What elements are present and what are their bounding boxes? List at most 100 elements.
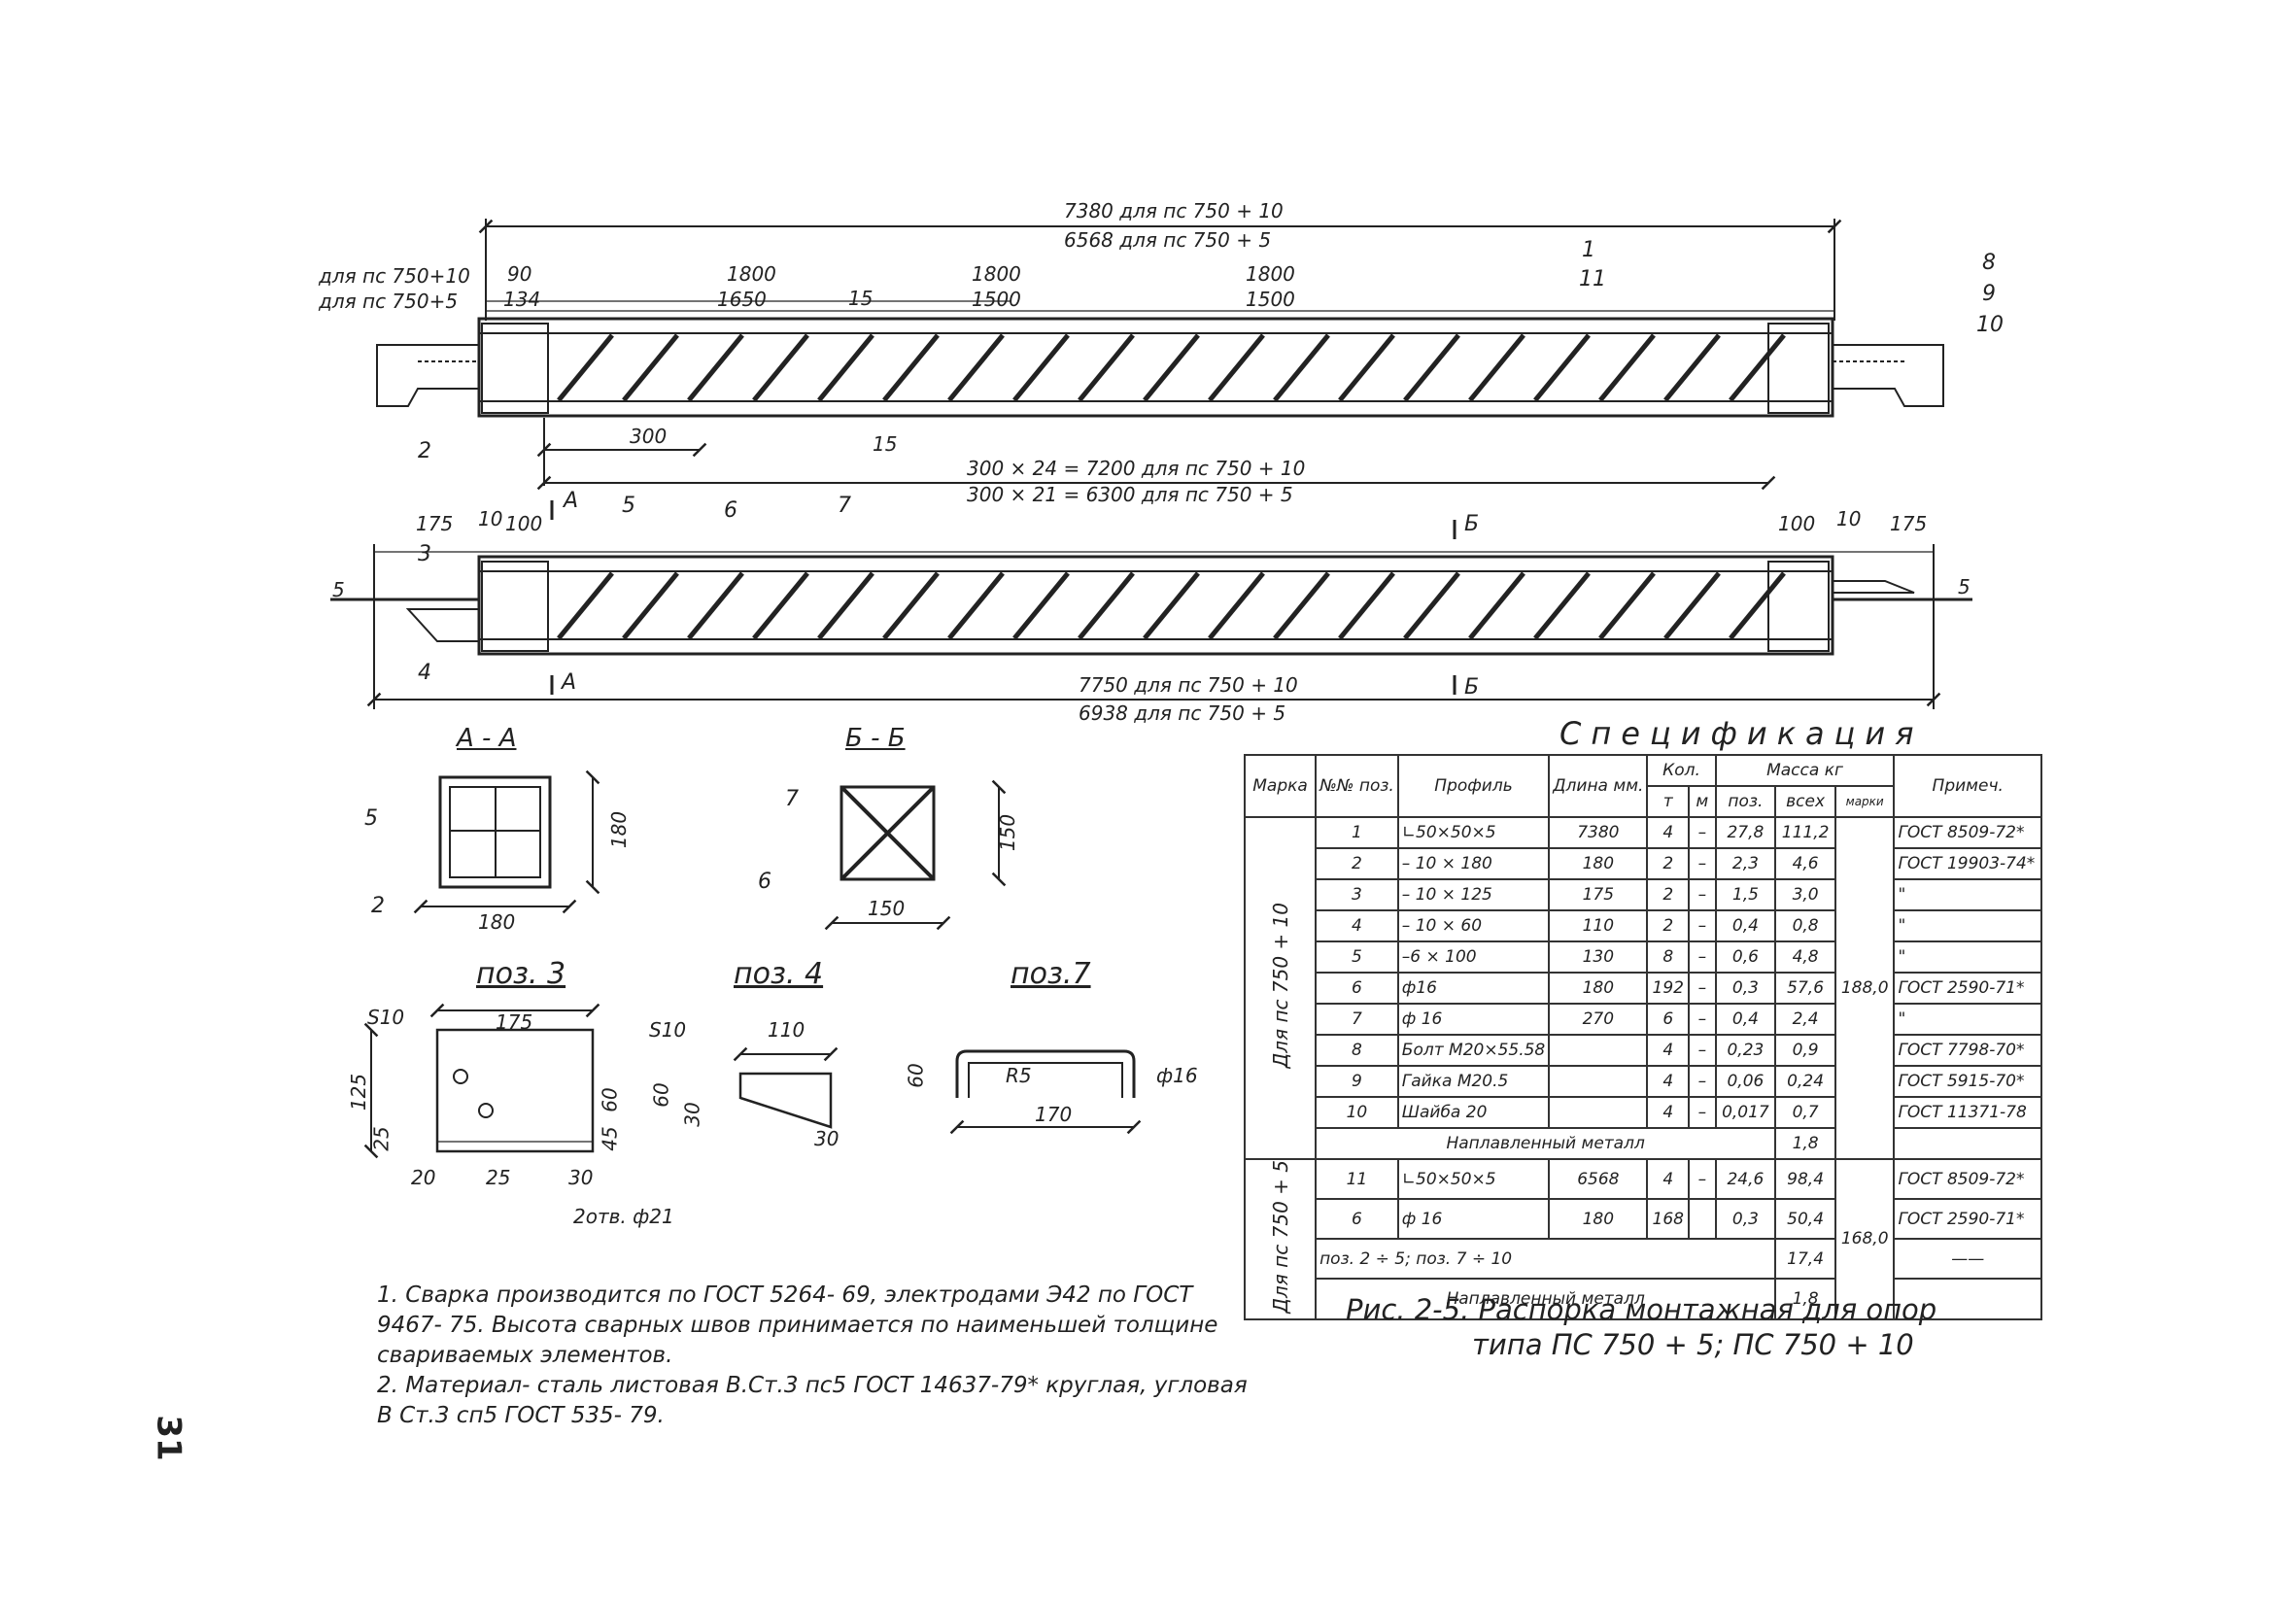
pos4-30a: 30 (680, 1102, 704, 1127)
lacing-bar (817, 333, 874, 402)
section-mark-b-top: Б (1464, 512, 1480, 536)
section-bb-title: Б - Б (845, 724, 906, 753)
pos3-30: 30 (568, 1166, 594, 1189)
side-dim-100-right: 100 (1778, 512, 1816, 535)
seg-90: 90 (507, 262, 532, 286)
cell-qty-t: 4 (1646, 1034, 1691, 1067)
cell-profile: ф16 (1396, 972, 1551, 1005)
lacing-bar (1663, 571, 1721, 640)
side-total-dim-5: 6938 для пс 750 + 5 (1079, 701, 1286, 725)
group-mass-10: 188,0 (1833, 816, 1896, 1160)
pos4-110: 110 (768, 1018, 805, 1042)
section-bb-height: 150 (996, 813, 1020, 852)
cell-qty-t: 8 (1646, 940, 1691, 974)
label-for-5: для пс 750+5 (319, 290, 459, 313)
lacing-bar (1663, 333, 1721, 402)
cell-qty-t: 4 (1646, 1096, 1691, 1129)
pos-range-value: 17,4 (1774, 1238, 1836, 1281)
pos3-holes: 2отв. ф21 (573, 1205, 674, 1228)
side-dim-175-right: 175 (1890, 512, 1928, 535)
pos7-r5: R5 (1006, 1064, 1032, 1087)
lacing-bar (1533, 571, 1591, 640)
cell-length: 7380 (1548, 816, 1649, 849)
lacing-bar (817, 571, 874, 640)
cell-mass-pos: 0,4 (1714, 1003, 1777, 1036)
pos4-s10: S10 (649, 1018, 687, 1042)
cell-qty-m: – (1688, 816, 1717, 849)
lacing-bar (1403, 571, 1460, 640)
lacing-bar (1729, 333, 1786, 402)
lacing-bar (1598, 333, 1656, 402)
pos3-60: 60 (598, 1087, 622, 1112)
lacing-bar (752, 333, 809, 402)
cell-length: 175 (1548, 878, 1649, 911)
pos-11-label: 11 (1579, 267, 1606, 291)
figure-caption: Рис. 2-5. Распорка монтажная для опор ти… (1346, 1292, 1936, 1362)
cell-note: ГОСТ 2590-71* (1893, 1198, 2042, 1241)
pos7-title: поз.7 (1011, 957, 1091, 991)
pos-5-label: 5 (622, 494, 635, 518)
lacing-bar (1273, 571, 1330, 640)
notes: 1. Сварка производится по ГОСТ 5264- 69,… (377, 1281, 1251, 1431)
group-label-5: Для пс 750 + 5 (1243, 1158, 1318, 1320)
header-note: Примеч. (1893, 754, 2042, 818)
cell-mass-all: 3,0 (1774, 878, 1836, 911)
cell-mass-all: 98,4 (1774, 1157, 1836, 1201)
lacing-bar (622, 571, 679, 640)
cell-profile: Шайба 20 (1396, 1096, 1551, 1129)
cell-mass-pos: 2,3 (1714, 847, 1777, 880)
header-qty-m: м (1688, 785, 1717, 818)
lacing-bar (882, 571, 940, 640)
cell-pos: 7 (1315, 1003, 1399, 1036)
cell-pos: 9 (1315, 1065, 1399, 1098)
lacing-bar (1403, 333, 1460, 402)
cell-mass-all: 0,24 (1774, 1065, 1836, 1098)
cell-qty-m: – (1688, 878, 1717, 911)
pos3-25a: 25 (369, 1126, 394, 1151)
table-subheader-row: т м поз. всех марки (1245, 785, 2041, 818)
cell-pos: 2 (1315, 847, 1399, 880)
lacing-bar (557, 571, 614, 640)
cell-profile: – 10 × 60 (1396, 909, 1551, 942)
section-aa-title: А - А (457, 724, 517, 753)
label-for-10: для пс 750+10 (319, 264, 470, 288)
spec-table: Марка №№ поз. Профиль Длина мм. Кол. Мас… (1243, 754, 2042, 1320)
pos3-20: 20 (411, 1166, 436, 1189)
cell-mass-all: 50,4 (1774, 1198, 1836, 1241)
cell-qty-t: 2 (1646, 878, 1691, 911)
cell-mass-pos: 0,3 (1714, 1198, 1777, 1241)
lacing-bar (1338, 571, 1395, 640)
weld-value: 1,8 (1774, 1278, 1836, 1320)
cell-mass-pos: 1,5 (1714, 878, 1777, 911)
cell-note: ГОСТ 2590-71* (1893, 972, 2042, 1005)
cell-profile: ∟50×50×5 (1396, 816, 1551, 849)
cell-note (1893, 1127, 2042, 1160)
cell-mass-all: 57,6 (1774, 972, 1836, 1005)
section-bb-width: 150 (868, 897, 906, 920)
seg-c1: 1800 (1246, 262, 1295, 286)
cell-mass-all: 4,8 (1774, 940, 1836, 974)
lacing-bar (1078, 333, 1135, 402)
end-plate-right-top (1832, 344, 1944, 407)
lacing-bar (1729, 571, 1786, 640)
lacing-bars-top (557, 333, 1786, 402)
cell-mass-all: 0,8 (1774, 909, 1836, 942)
lacing-bar (1468, 571, 1525, 640)
side-dim-10-left: 10 (478, 507, 503, 530)
cell-mass-all: 111,2 (1774, 816, 1836, 849)
pos-range-note: —— (1893, 1238, 2042, 1281)
pos7-d16: ф16 (1156, 1064, 1198, 1087)
cell-mass-pos: 0,4 (1714, 909, 1777, 942)
header-mass: Масса кг (1714, 754, 1896, 787)
cell-qty-m: – (1688, 847, 1717, 880)
cell-pos: 11 (1315, 1157, 1399, 1201)
cell-note: " (1893, 878, 2042, 911)
note-1: 1. Сварка производится по ГОСТ 5264- 69,… (377, 1282, 1218, 1368)
header-mass-pos: поз. (1714, 785, 1777, 818)
